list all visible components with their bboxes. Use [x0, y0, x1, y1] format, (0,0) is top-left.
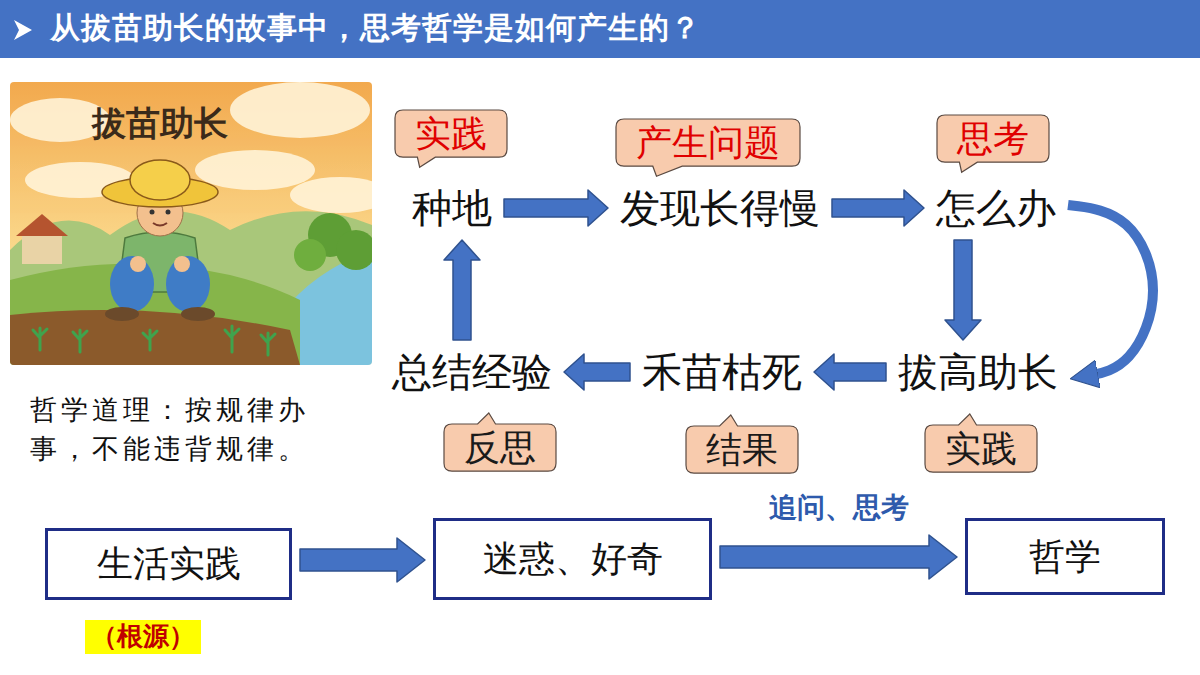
bush — [336, 230, 372, 270]
box-label: 哲学 — [1029, 535, 1101, 578]
callout-bubble: 反思 — [444, 424, 556, 471]
step-text: 禾苗枯死 — [638, 348, 806, 396]
farmer-knee — [110, 256, 154, 312]
illustration-title: 拔苗助长 — [92, 103, 228, 144]
callout-bubble: 实践 — [395, 110, 507, 157]
step-text: 发现长得慢 — [616, 184, 824, 232]
field — [10, 310, 300, 365]
bush — [294, 239, 326, 271]
callout-outline — [925, 414, 1037, 472]
callout-bubble: 实践 — [925, 425, 1037, 472]
flow-box: 哲学 — [965, 518, 1165, 595]
step-label: 怎么办 — [936, 184, 1056, 232]
seedling — [33, 328, 47, 350]
block-arrow — [504, 190, 608, 226]
callout-outline — [937, 115, 1049, 172]
callout-text: 实践 — [945, 427, 1017, 470]
highlight-note: （根源） — [85, 620, 201, 654]
callout-outline — [686, 415, 798, 473]
step-label: 发现长得慢 — [620, 184, 820, 232]
flow-box: 迷惑、好奇 — [433, 518, 712, 600]
block-arrow — [814, 354, 886, 390]
block-arrow — [444, 240, 480, 340]
title-bar — [0, 0, 1200, 58]
cloud — [230, 82, 370, 138]
callout-bubble: 思考 — [937, 115, 1049, 162]
callout-outline — [444, 413, 556, 471]
seedling — [73, 330, 87, 352]
sky — [10, 82, 372, 365]
farmer-hat-crown — [130, 160, 190, 200]
seedling — [225, 326, 239, 352]
bullet-arrow — [14, 20, 32, 40]
farmer — [102, 160, 218, 321]
step-label: 种地 — [412, 184, 492, 232]
step-label: 拔高助长 — [898, 348, 1058, 396]
callout-text: 反思 — [464, 426, 536, 469]
callout-text: 思考 — [957, 117, 1029, 160]
seedlings — [33, 326, 275, 355]
callout-text: 产生问题 — [636, 121, 780, 164]
callout-bubble: 产生问题 — [616, 119, 800, 166]
farmer-foot — [181, 307, 215, 321]
farmer-eye — [166, 210, 171, 215]
arrow-label: 追问、思考 — [765, 491, 913, 525]
block-arrow — [945, 240, 981, 340]
cloud — [290, 177, 372, 213]
step-label: 禾苗枯死 — [642, 348, 802, 396]
farmer-hand — [130, 256, 146, 272]
flow-box: 生活实践 — [45, 528, 292, 600]
house-roof — [16, 214, 68, 236]
seedling — [261, 333, 275, 355]
curved-arrow — [1068, 205, 1153, 376]
farmer-hand — [174, 256, 190, 272]
step-text: 拔高助长 — [894, 348, 1062, 396]
philosophy-note: 哲学道理：按规律办事，不能违背规律。 — [30, 390, 322, 468]
farmer-mouth — [153, 223, 167, 226]
slide-title: 从拔苗助长的故事中，思考哲学是如何产生的？ — [50, 10, 701, 46]
block-arrow — [832, 190, 924, 226]
step-text: 怎么办 — [932, 184, 1060, 232]
box-label: 迷惑、好奇 — [483, 537, 663, 580]
step-text: 总结经验 — [388, 348, 556, 396]
box-label: 生活实践 — [97, 542, 241, 585]
story-illustration — [10, 82, 372, 365]
block-arrow — [720, 535, 957, 579]
callout-outline — [395, 110, 507, 167]
farmer-foot — [105, 307, 139, 321]
cloud — [195, 150, 315, 190]
block-arrow — [300, 538, 425, 582]
callout-bubble: 结果 — [686, 426, 798, 473]
block-arrow — [564, 354, 630, 390]
clouds — [10, 82, 372, 213]
step-label: 总结经验 — [392, 348, 552, 396]
farmer-eye — [150, 210, 155, 215]
callout-text: 实践 — [415, 112, 487, 155]
house-wall — [22, 234, 62, 264]
callout-text: 结果 — [706, 428, 778, 471]
step-text: 种地 — [408, 184, 496, 232]
farmer-knee — [166, 256, 210, 312]
seedling — [143, 330, 157, 350]
callout-outline — [616, 119, 800, 176]
